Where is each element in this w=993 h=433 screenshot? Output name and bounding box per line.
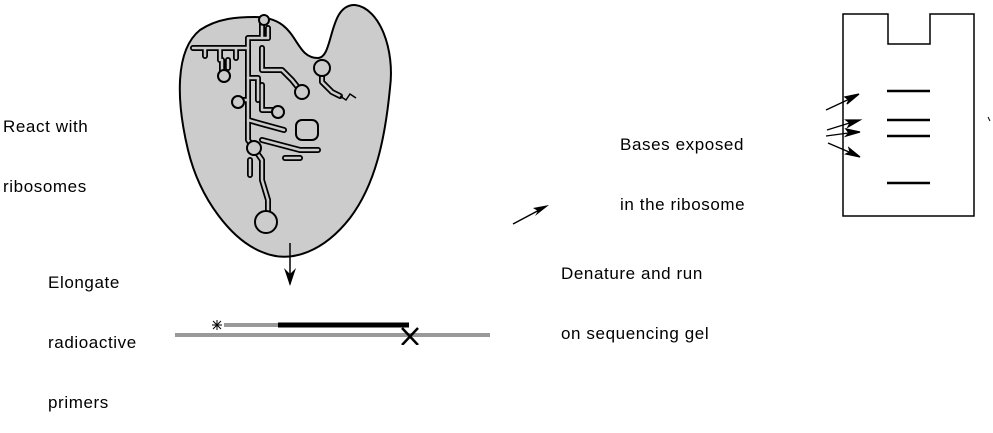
elongate-line-1: Elongate xyxy=(48,273,120,292)
denature-line-1: Denature and run xyxy=(561,264,703,283)
rrna-tail xyxy=(339,92,357,102)
down-arrow-icon xyxy=(284,243,296,286)
band-arrow-icon xyxy=(826,119,863,131)
band-arrow-icon xyxy=(825,93,860,111)
ribosome xyxy=(178,3,392,258)
primer-extension-strand xyxy=(175,320,490,345)
band-pointer-arrows xyxy=(825,93,863,158)
react-line-1: React with xyxy=(3,117,89,136)
bases-exposed-label: Bases exposed in the ribosome xyxy=(620,95,745,235)
stop-x-icon xyxy=(401,327,419,345)
bases-line-1: Bases exposed xyxy=(620,135,745,154)
rrna-inner-fill xyxy=(191,22,342,227)
react-with-ribosomes-label: React with ribosomes xyxy=(3,77,88,217)
gel-outline xyxy=(842,13,975,217)
band-arrow-icon xyxy=(825,128,861,138)
elongate-line-3: primers xyxy=(48,393,109,412)
radiolabel-asterisk-icon xyxy=(212,320,222,330)
rrna-loops xyxy=(217,14,331,234)
diagram-canvas xyxy=(175,3,991,345)
gel-bands xyxy=(887,89,930,185)
denature-label: Denature and run on sequencing gel xyxy=(561,224,709,364)
sequencing-gel xyxy=(842,13,975,217)
react-line-2: ribosomes xyxy=(3,177,87,196)
denature-line-2: on sequencing gel xyxy=(561,324,710,343)
diagonal-arrow-icon xyxy=(512,205,549,225)
band-arrow-icon xyxy=(827,142,861,158)
bases-line-2: in the ribosome xyxy=(620,195,746,214)
edge-tick xyxy=(987,116,991,122)
